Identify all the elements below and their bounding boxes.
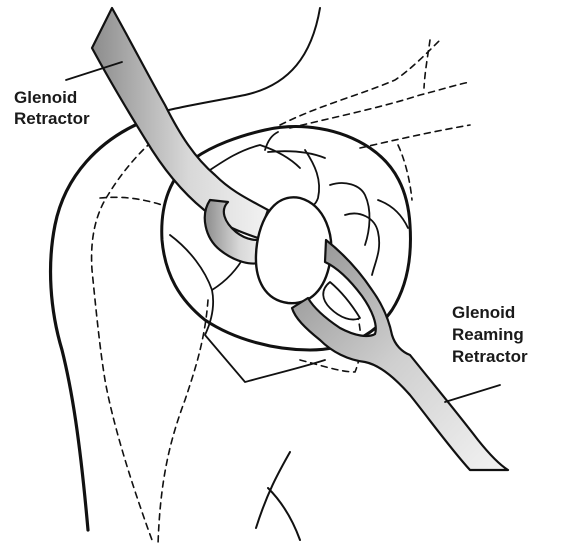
- clavicle-contour: [290, 82, 470, 128]
- label-glenoid-reaming-retractor: Glenoid Reaming Retractor: [452, 303, 528, 366]
- scapula-contour: [92, 135, 160, 540]
- label-reaming-line2: Reaming: [452, 325, 524, 344]
- label-glenoid-retractor-line1: Glenoid: [14, 88, 77, 107]
- arm-crease: [256, 452, 290, 528]
- glenoid-oval: [256, 197, 331, 303]
- tendon-line-3: [378, 200, 408, 228]
- label-glenoid-retractor: Glenoid Retractor: [14, 88, 90, 128]
- glenoid-retractor-shaft: [92, 8, 268, 238]
- label-glenoid-retractor-line2: Retractor: [14, 109, 90, 128]
- capsule-line-1: [210, 145, 300, 170]
- acromion-contour-2: [424, 40, 430, 88]
- label-reaming-line1: Glenoid: [452, 303, 515, 322]
- arm-crease-2: [268, 488, 300, 540]
- anterior-contour: [100, 197, 162, 205]
- clavicle-contour-2: [360, 125, 470, 148]
- label-reaming-line3: Retractor: [452, 347, 528, 366]
- shoulder-outline: [51, 122, 142, 530]
- leader-reaming-retractor: [445, 385, 500, 402]
- glenoid-face: [256, 197, 331, 303]
- neck-outline: [140, 8, 320, 118]
- humerus-contour: [158, 300, 208, 545]
- capsule-line-2: [265, 132, 325, 158]
